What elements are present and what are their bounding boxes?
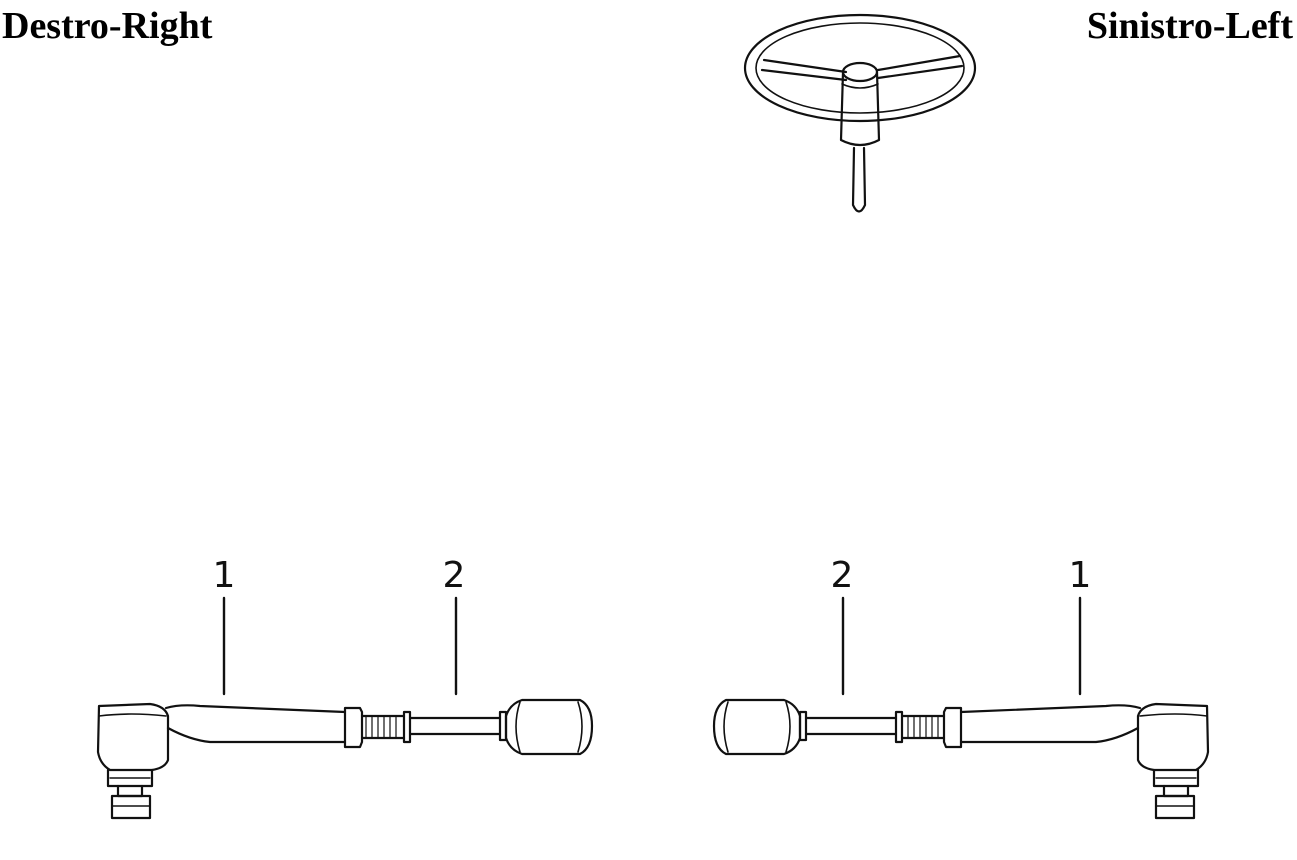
title-destro-right: Destro-Right	[2, 5, 213, 47]
tie-rod-end-right	[96, 702, 412, 820]
leader-lines	[222, 596, 1082, 696]
callout-left-2: 2	[830, 555, 854, 596]
inner-tie-rod-left	[712, 698, 898, 756]
tie-rod-end-left	[894, 702, 1210, 820]
callout-right-2: 2	[442, 555, 466, 596]
callout-left-1: 1	[1068, 555, 1092, 596]
steering-wheel-icon	[743, 13, 977, 213]
title-sinistro-left: Sinistro-Left	[1086, 5, 1293, 47]
inner-tie-rod-right	[408, 698, 594, 756]
callout-right-1: 1	[212, 555, 236, 596]
